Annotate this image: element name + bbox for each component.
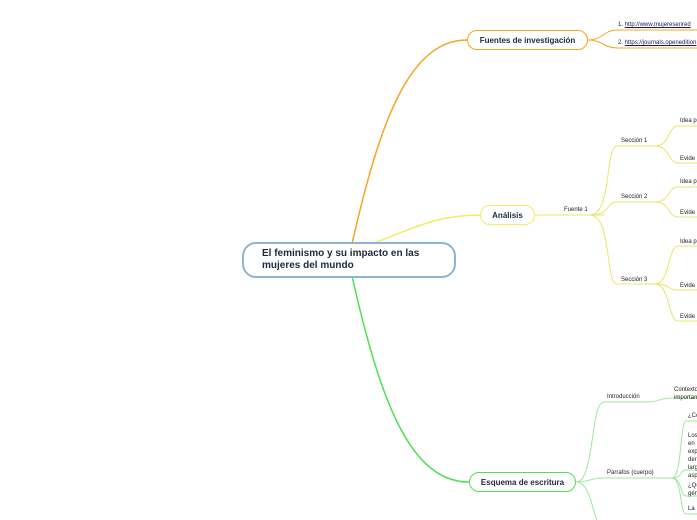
connector-esquema-more bbox=[575, 481, 598, 520]
connector-analisis bbox=[371, 214, 481, 245]
leaf-pregunta-2[interactable]: ¿Qu gén bbox=[688, 482, 697, 498]
connector-fuentes-1 bbox=[587, 29, 697, 41]
fuente-item-1[interactable]: 1. http://www.mujeresenred bbox=[618, 21, 691, 29]
connector-p-q1 bbox=[671, 420, 697, 479]
leaf-texto-largo[interactable]: Los en exp der larg asp bbox=[688, 432, 697, 480]
leaf-idea-principal[interactable]: Idea p bbox=[680, 239, 697, 245]
leaf-la[interactable]: La bbox=[688, 506, 695, 512]
topic-esquema-label: Esquema de escritura bbox=[480, 477, 565, 487]
leaf-pregunta-2-line: gén bbox=[688, 491, 697, 497]
connector-introduccion bbox=[575, 401, 645, 483]
subtopic-seccion-3[interactable]: Sección 3 bbox=[621, 277, 648, 283]
subtopic-seccion-2[interactable]: Sección 2 bbox=[621, 194, 648, 200]
leaf-contexto-line: importan bbox=[674, 395, 697, 401]
leaf-texto-line: en bbox=[688, 441, 695, 447]
connector-seccion3 bbox=[589, 214, 655, 285]
leaf-texto-line: asp bbox=[688, 473, 697, 479]
connector-seccion1 bbox=[589, 145, 655, 216]
topic-fuentes-de-investigacion[interactable]: Fuentes de investigación bbox=[467, 30, 588, 50]
subtopic-introduccion[interactable]: Introducción bbox=[607, 394, 640, 400]
connector-p-la bbox=[671, 477, 697, 515]
connector-s3-b bbox=[654, 283, 697, 291]
connector-s3-c bbox=[654, 283, 697, 322]
topic-analisis-label: Análisis bbox=[492, 210, 523, 220]
leaf-evidencia[interactable]: Evide bbox=[680, 283, 696, 289]
leaf-idea-principal[interactable]: Idea p bbox=[680, 118, 697, 124]
subtopic-fuente-1[interactable]: Fuente 1 bbox=[564, 207, 588, 213]
leaf-texto-line: der bbox=[688, 457, 697, 463]
fuente-item-1-number: 1. bbox=[618, 22, 624, 28]
leaf-contexto[interactable]: Contexto importan bbox=[674, 386, 697, 402]
fuente-item-1-link[interactable]: http://www.mujeresenred bbox=[624, 22, 691, 28]
leaf-texto-line: exp bbox=[688, 449, 697, 455]
connector-seccion2 bbox=[589, 201, 655, 216]
fuente-item-2-number: 2. bbox=[618, 40, 624, 46]
leaf-idea-principal[interactable]: Idea p bbox=[680, 179, 697, 185]
connector-contexto bbox=[644, 397, 697, 403]
connector-parrafos bbox=[575, 477, 672, 483]
fuente-item-2[interactable]: 2. https://journals.openedition bbox=[618, 39, 696, 47]
leaf-pregunta-1[interactable]: ¿Có bbox=[688, 413, 697, 419]
connector-s2-a bbox=[654, 186, 697, 203]
leaf-contexto-line: Contexto bbox=[674, 387, 697, 393]
connector-s1-a bbox=[654, 125, 697, 147]
fuente-item-2-link[interactable]: https://journals.openedition bbox=[624, 40, 697, 46]
connector-s3-a bbox=[654, 245, 697, 285]
connector-p-long bbox=[671, 469, 697, 479]
connector-fuentes bbox=[351, 39, 468, 245]
leaf-texto-line: larg bbox=[688, 465, 697, 471]
topic-esquema-de-escritura[interactable]: Esquema de escritura bbox=[469, 472, 576, 492]
topic-analisis[interactable]: Análisis bbox=[480, 205, 535, 225]
central-topic-title: El feminismo y su impacto en las mujeres… bbox=[262, 248, 420, 271]
leaf-texto-line: Los bbox=[688, 433, 697, 439]
leaf-evidencia[interactable]: Evide bbox=[680, 314, 696, 320]
leaf-evidencia[interactable]: Evide bbox=[680, 210, 696, 216]
leaf-evidencia[interactable]: Evide bbox=[680, 156, 696, 162]
central-topic[interactable]: El feminismo y su impacto en las mujeres… bbox=[242, 242, 456, 278]
connector-s1-b bbox=[654, 145, 697, 164]
leaf-pregunta-2-line: ¿Qu bbox=[688, 483, 697, 489]
connector-esquema bbox=[351, 275, 470, 483]
topic-fuentes-label: Fuentes de investigación bbox=[479, 35, 576, 45]
subtopic-parrafos-cuerpo[interactable]: Párrafos (cuerpo) bbox=[607, 470, 654, 476]
connector-s2-b bbox=[654, 201, 697, 218]
connector-fuentes-2 bbox=[587, 39, 697, 49]
subtopic-seccion-1[interactable]: Sección 1 bbox=[621, 138, 648, 144]
